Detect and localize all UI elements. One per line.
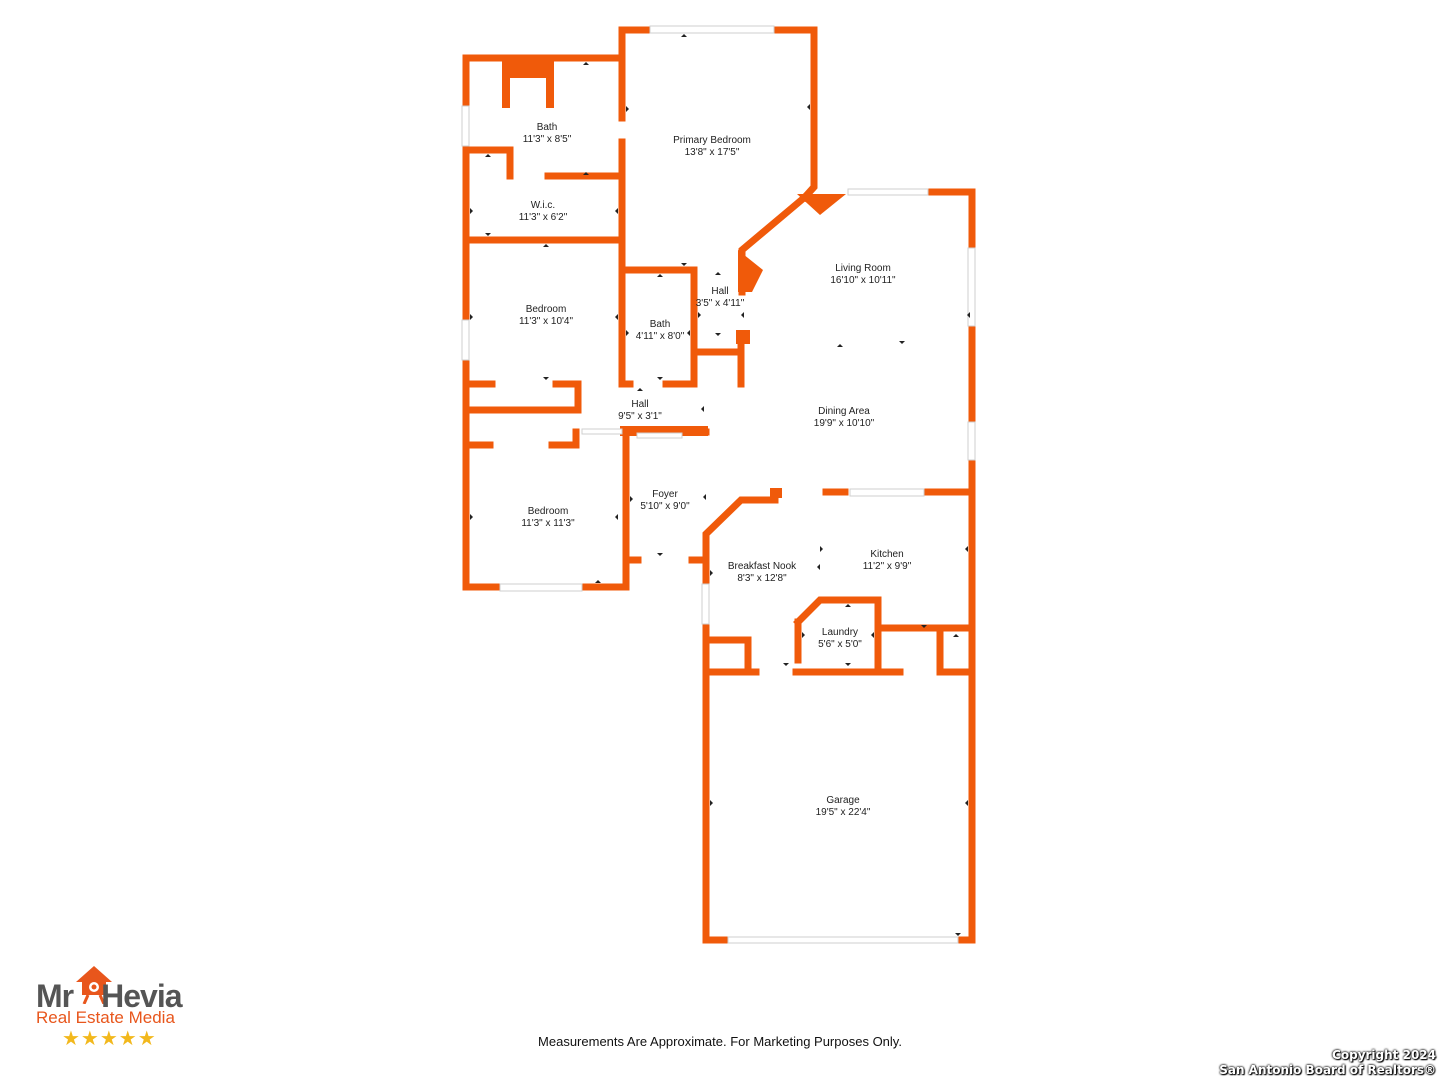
- room-name-wic: W.i.c.: [531, 200, 555, 211]
- room-name-garage: Garage: [826, 795, 860, 806]
- room-size-bath-2: 4'11" x 8'0": [636, 331, 685, 342]
- room-name-bedroom-3: Bedroom: [528, 506, 569, 517]
- room-size-laundry: 5'6" x 5'0": [818, 639, 862, 650]
- room-size-hall-upper: 3'5" x 4'11": [696, 298, 745, 309]
- copyright-notice: Copyright 2024 San Antonio Board of Real…: [1219, 1048, 1436, 1078]
- room-name-hall-lower: Hall: [631, 399, 648, 410]
- room-size-primary-bedroom: 13'8" x 17'5": [685, 147, 740, 158]
- room-name-living-room: Living Room: [835, 263, 891, 274]
- room-name-bath-master: Bath: [537, 122, 558, 133]
- mr-hevia-logo: Mr Hevia Real Estate Media ★★★★★: [34, 964, 204, 1054]
- room-name-laundry: Laundry: [822, 627, 858, 638]
- room-name-bath-2: Bath: [650, 319, 671, 330]
- room-size-living-room: 16'10" x 10'11": [830, 275, 896, 286]
- room-size-bedroom-3: 11'3" x 11'3": [521, 518, 575, 529]
- room-size-bedroom-2: 11'3" x 10'4": [519, 316, 574, 327]
- windows: [461, 25, 976, 944]
- room-labels: Bath 11'3" x 8'5" Primary Bedroom 13'8" …: [519, 122, 912, 818]
- logo-tagline: Real Estate Media: [36, 1008, 175, 1027]
- room-size-wic: 11'3" x 6'2": [519, 212, 568, 223]
- room-size-hall-lower: 9'5" x 3'1": [618, 411, 662, 422]
- room-name-bedroom-2: Bedroom: [526, 304, 567, 315]
- room-name-hall-upper: Hall: [711, 286, 728, 297]
- disclaimer: Measurements Are Approximate. For Market…: [538, 1034, 902, 1049]
- copyright-line-1: Copyright 2024: [1332, 1048, 1436, 1062]
- marker-ticks: [470, 34, 970, 936]
- room-size-garage: 19'5" x 22'4": [816, 807, 871, 818]
- room-size-kitchen: 11'2" x 9'9": [863, 561, 912, 572]
- room-name-primary-bedroom: Primary Bedroom: [673, 135, 751, 146]
- logo-hevia-text: Hevia: [101, 978, 182, 1014]
- room-name-breakfast-nook: Breakfast Nook: [728, 561, 797, 572]
- room-size-foyer: 5'10" x 9'0": [640, 501, 690, 512]
- house-camera-icon: [76, 966, 112, 1004]
- walls: [462, 26, 976, 944]
- room-name-foyer: Foyer: [652, 489, 678, 500]
- room-name-dining-area: Dining Area: [818, 406, 870, 417]
- logo-mr-text: Mr: [36, 978, 74, 1014]
- room-size-bath-master: 11'3" x 8'5": [523, 134, 572, 145]
- room-size-breakfast-nook: 8'3" x 12'8": [737, 573, 787, 584]
- copyright-line-2: San Antonio Board of Realtors®: [1219, 1063, 1436, 1077]
- room-name-kitchen: Kitchen: [870, 549, 903, 560]
- wall-blocks: [502, 58, 846, 498]
- room-size-dining-area: 19'9" x 10'10": [814, 418, 875, 429]
- logo-stars: ★★★★★: [62, 1028, 157, 1050]
- logo-wordmark: Mr Hevia: [36, 978, 183, 1015]
